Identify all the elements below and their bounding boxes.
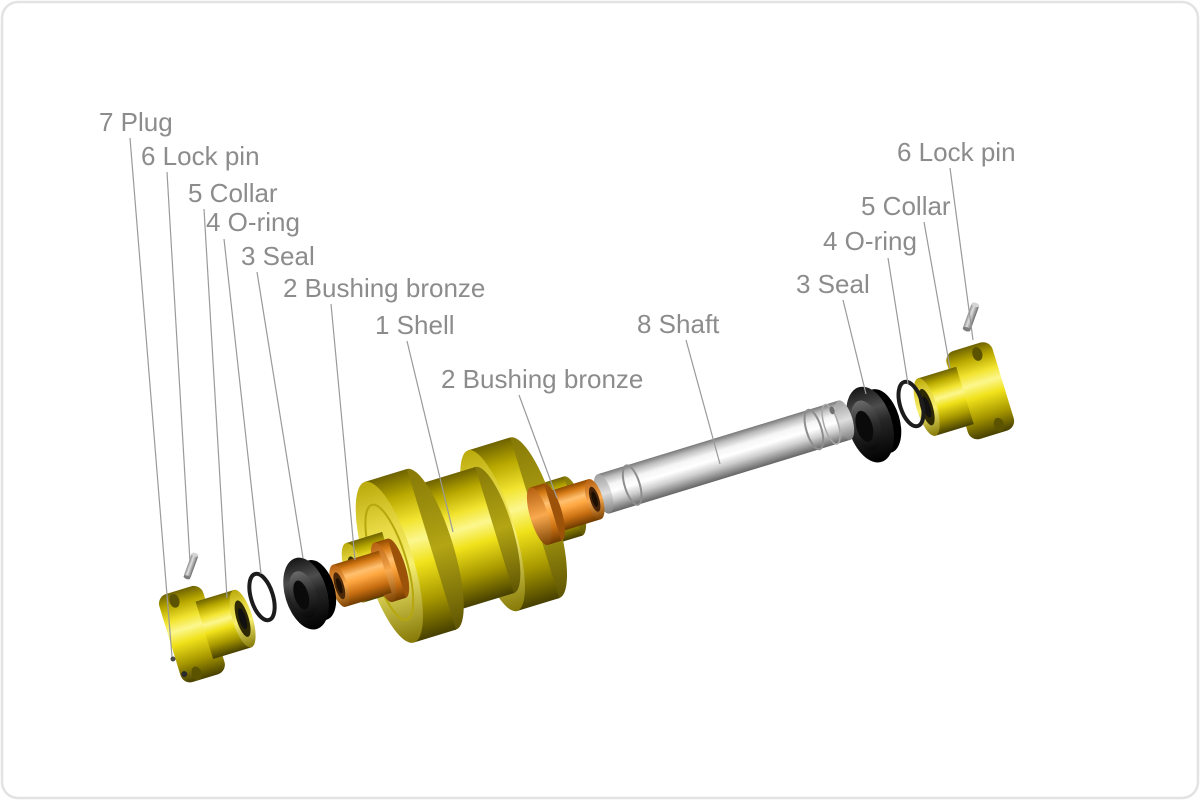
part-lock-pin-left [183,552,199,580]
leader-3-seal-left [256,271,304,559]
leader-6-lock-pin-left [166,171,191,563]
leader-4-o-ring-right [887,257,909,385]
part-o-ring-left [247,571,277,623]
leader-7-plug-dot [170,656,176,662]
label-1-shell: 1 Shell [375,310,455,340]
leader-3-seal-right [842,299,867,395]
leader-1-shell [406,340,454,533]
label-3-seal-right: 3 Seal [796,269,870,299]
part-bushing-left [329,538,410,607]
leader-4-o-ring-left [223,238,262,575]
label-6-lock-pin-right: 6 Lock pin [897,137,1016,167]
leader-5-collar-left [203,208,228,599]
part-seal-left [283,557,337,630]
label-3-seal-left: 3 Seal [241,241,315,271]
leader-lines [129,137,974,658]
label-2-bushing-right: 2 Bushing bronze [441,364,643,394]
leader-6-lock-pin-right [949,167,974,341]
part-bushing-right [526,479,605,545]
part-lock-pin-right [962,302,980,332]
label-5-collar-right: 5 Collar [861,191,951,221]
label-2-bushing-left: 2 Bushing bronze [283,273,485,303]
leader-8-shaft [685,339,721,465]
leader-2-bushing-left [330,303,356,561]
part-collar-left [158,585,256,683]
part-seal-right [846,386,902,463]
label-5-collar-left: 5 Collar [188,178,278,208]
part-o-ring-right [896,379,926,429]
label-8-shaft: 8 Shaft [637,309,720,339]
leader-7-plug [129,137,173,658]
label-4-o-ring-left: 4 O-ring [206,207,300,237]
leader-5-collar-right [923,221,951,369]
part-shaft [593,400,855,514]
label-4-o-ring-right: 4 O-ring [823,226,917,256]
part-plug [181,671,188,678]
label-7-plug: 7 Plug [99,107,173,137]
leader-2-bushing-right [518,394,558,499]
label-6-lock-pin-left: 6 Lock pin [141,141,260,171]
